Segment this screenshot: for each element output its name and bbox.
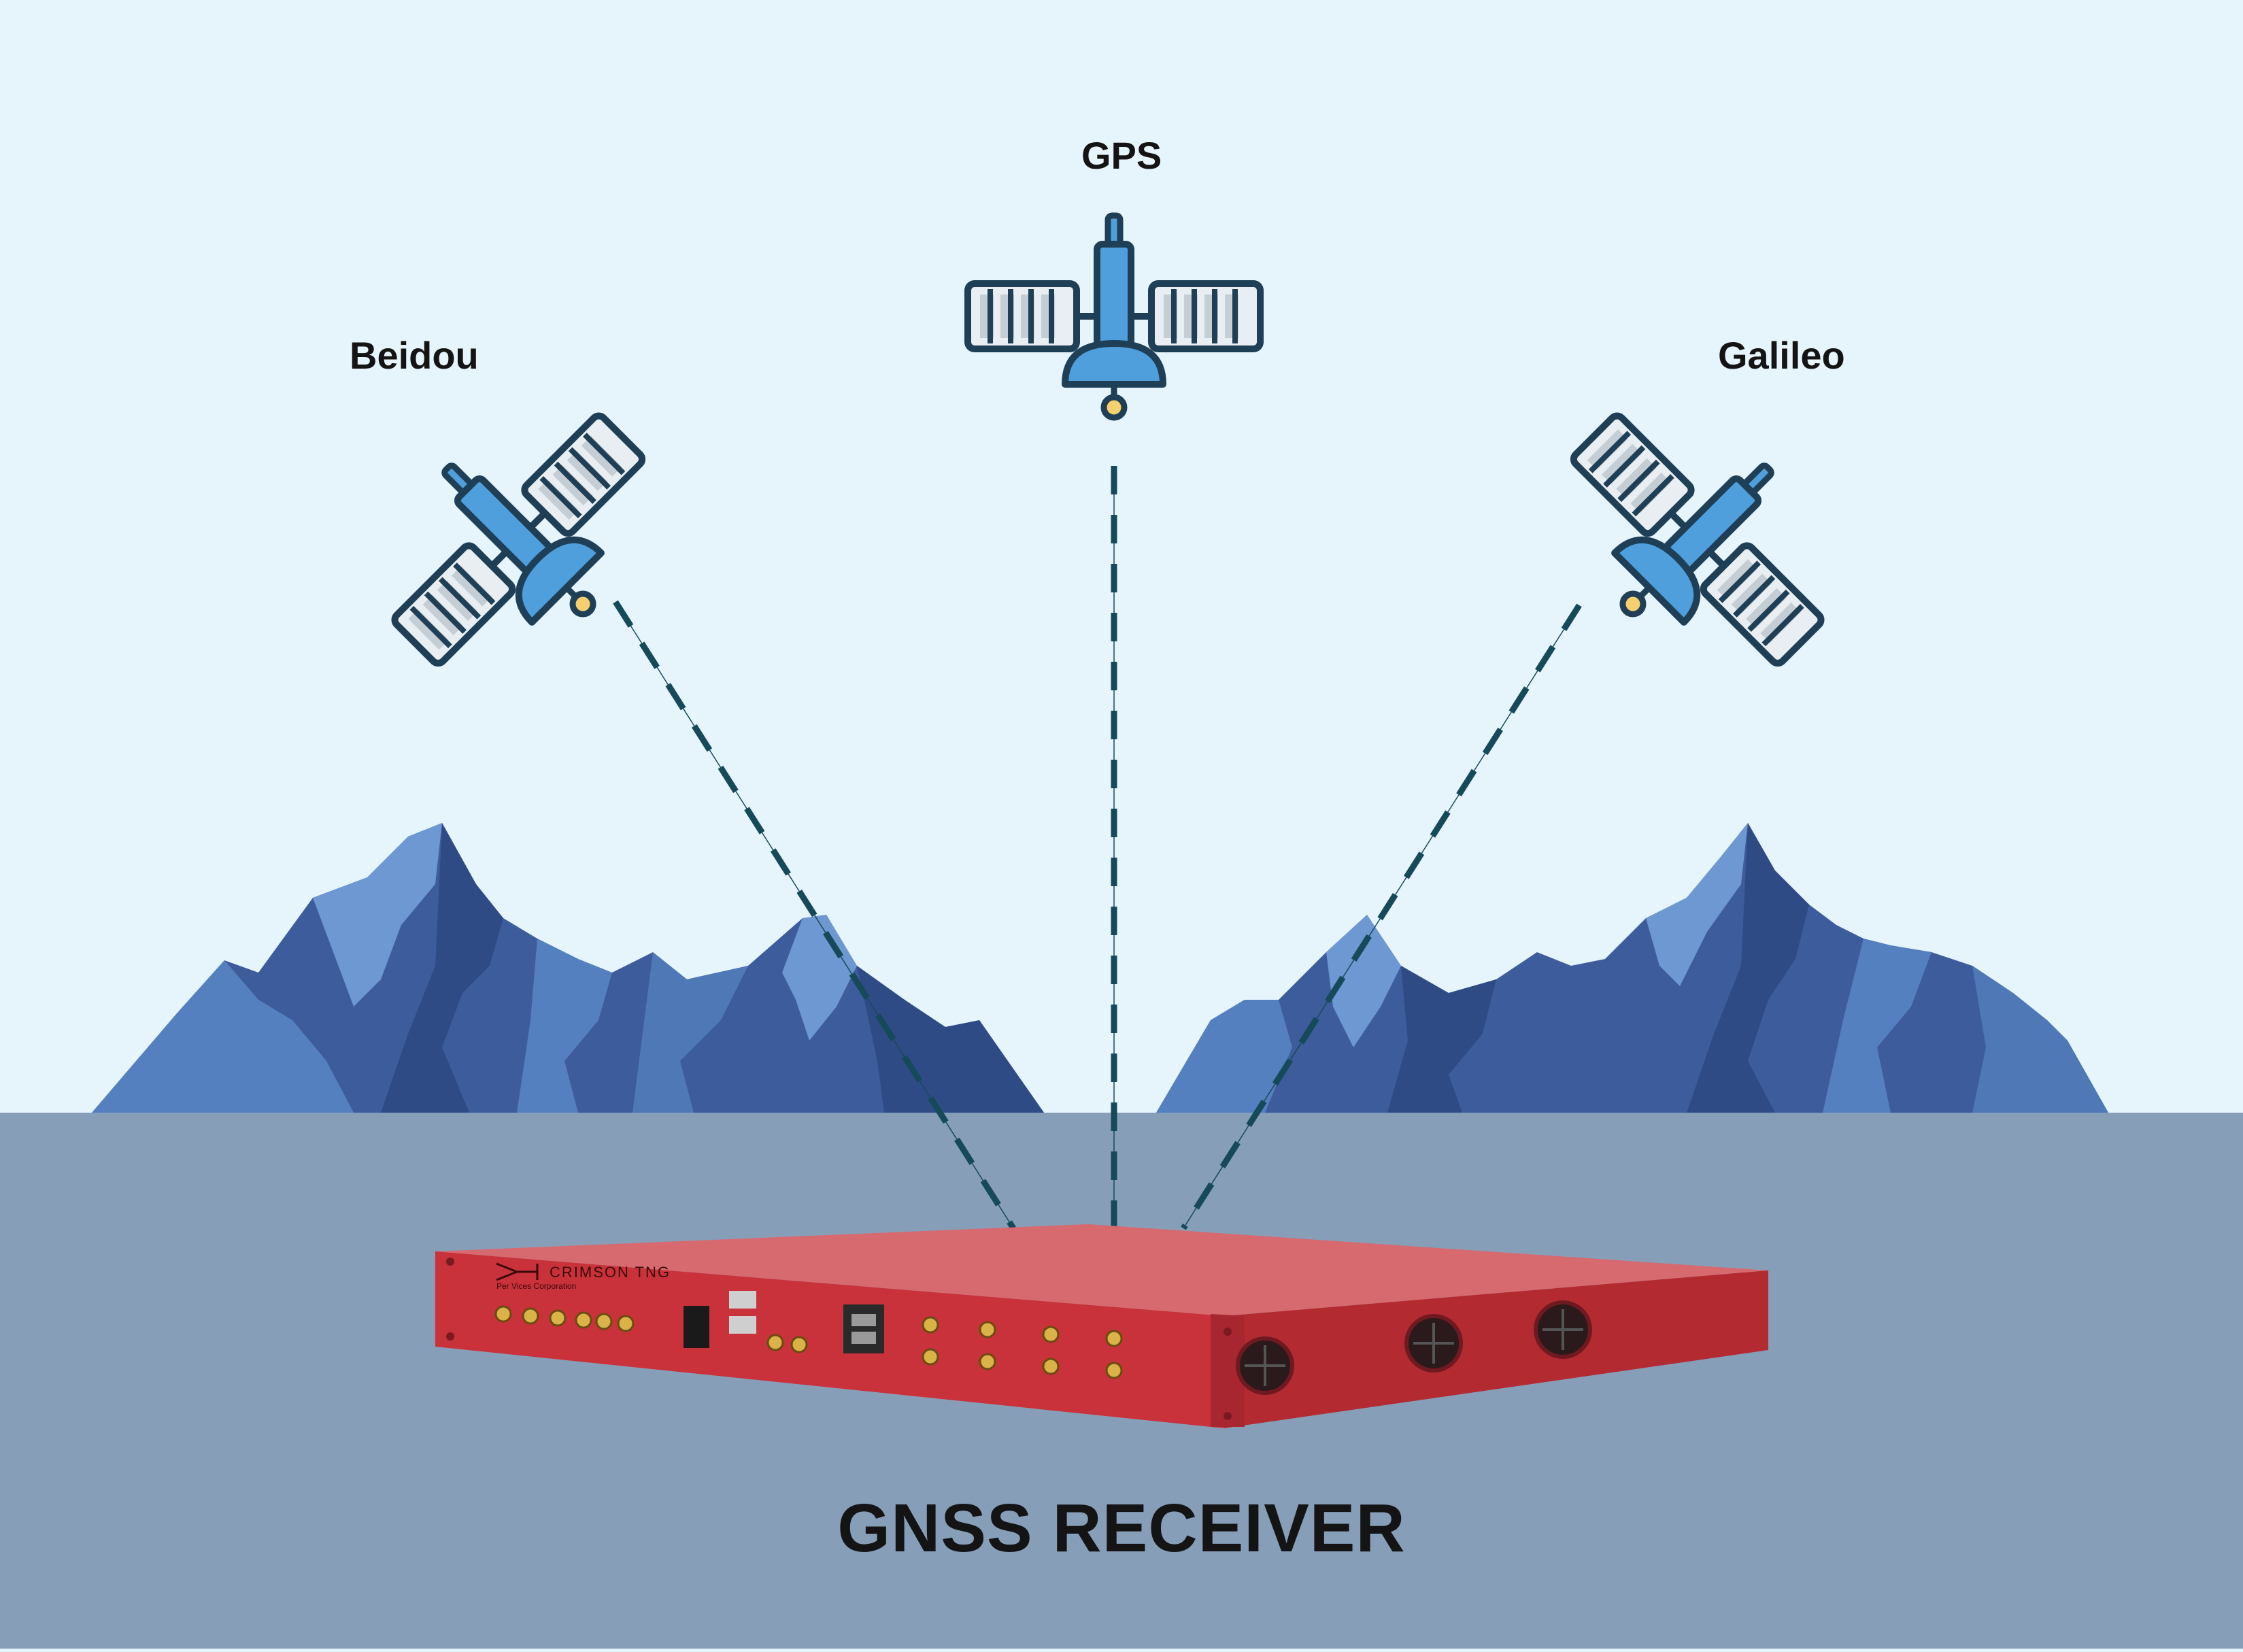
diagram-title: GNSS RECEIVER [837,1490,1406,1566]
mountain-icon [92,823,1044,1113]
beidou-label: Beidou [350,334,479,377]
gps-label: GPS [1081,134,1162,177]
signal-lines [613,466,1582,1231]
device-brand-label: CRIMSON TNG [550,1264,671,1281]
mountain-icon [1156,823,2108,1113]
galileo-label: Galileo [1718,334,1845,377]
device-subbrand-label: Per Vices Corporation [496,1281,577,1291]
receiver-device-icon [435,1224,1768,1428]
